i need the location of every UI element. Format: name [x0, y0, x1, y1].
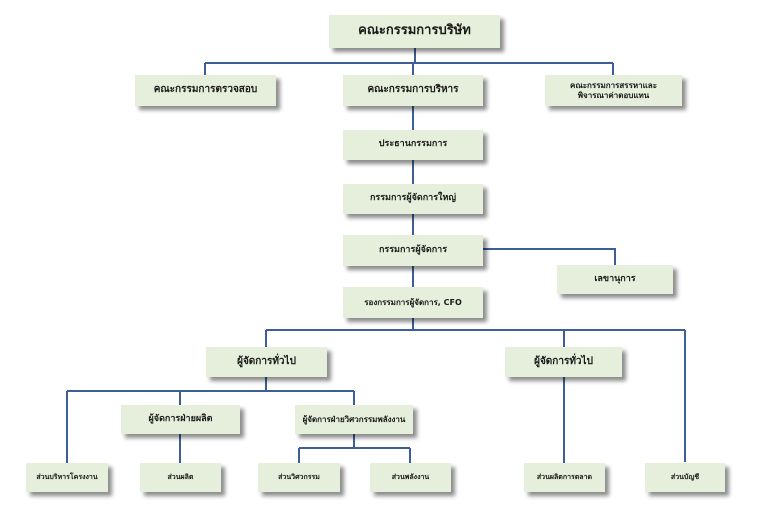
chairman: ประธานกรรมการ: [343, 130, 483, 160]
energy-section: ส่วนพลังงาน: [370, 463, 451, 492]
general-manager-left: ผู้จัดการทั่วไป: [206, 347, 327, 377]
project-admin-section: ส่วนบริหารโครงงาน: [26, 463, 108, 492]
general-manager-right: ผู้จัดการทั่วไป: [505, 347, 622, 377]
executive-committee: คณะกรรมการบริหาร: [343, 75, 483, 106]
nomination-committee: คณะกรรมการสรรหาและพิจารณาค่าตอบแทน: [545, 75, 682, 106]
engineering-manager: ผู้จัดการฝ่ายวิศวกรรมพลังงาน: [295, 405, 413, 434]
president: กรรมการผู้จัดการใหญ่: [343, 184, 483, 214]
audit-committee: คณะกรรมการตรวจสอบ: [135, 75, 276, 106]
production-section: ส่วนผลิต: [140, 463, 221, 492]
accounting-section: ส่วนบัญชี: [645, 463, 725, 492]
managing-director: กรรมการผู้จัดการ: [343, 235, 483, 266]
engineering-section: ส่วนวิศวกรรม: [258, 463, 340, 492]
board-of-directors: คณะกรรมการบริษัท: [329, 15, 500, 48]
secretary: เลขานุการ: [557, 265, 673, 294]
production-manager: ผู้จัดการฝ่ายผลิต: [121, 405, 240, 434]
marketing-section: ส่วนผลิตการตลาด: [524, 463, 605, 492]
deputy-md-cfo: รองกรรมการผู้จัดการ, CFO: [343, 287, 483, 318]
